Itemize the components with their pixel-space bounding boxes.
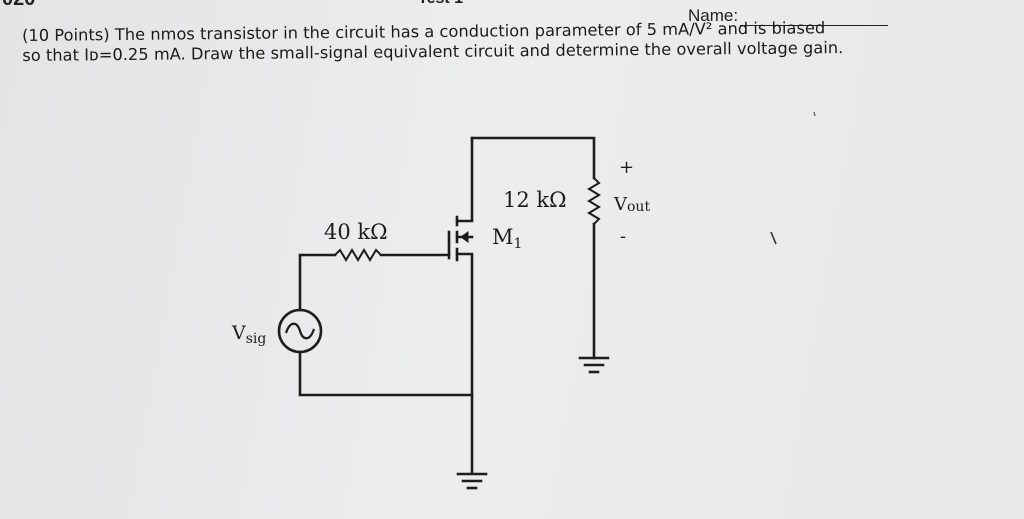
stray-pen-mark (770, 231, 777, 245)
gate-resistor-symbol (333, 248, 383, 262)
ac-source-symbol (277, 308, 323, 354)
wire-source-to-gate-resistor (298, 253, 337, 312)
gate-resistor-label: 40 kΩ (324, 220, 388, 244)
transistor-source-lead (455, 252, 474, 474)
page-corner-code: 020 (2, 0, 35, 11)
test-title: Test 1 (418, 0, 463, 8)
stray-pen-mark-small (813, 111, 816, 117)
transistor-label: M1 (492, 225, 522, 252)
name-label: Name: (688, 6, 739, 25)
output-minus-sign: - (620, 226, 626, 247)
transistor-drain-lead (455, 136, 474, 223)
ground-symbol-source (456, 472, 488, 490)
drain-resistor-symbol (587, 176, 601, 226)
wire-drain-to-resistor (470, 136, 596, 180)
name-blank-line (740, 11, 889, 26)
wire-source-to-ground (298, 350, 474, 397)
output-plus-sign: + (619, 157, 634, 178)
drain-resistor-label: 12 kΩ (503, 188, 567, 212)
source-label: Vsig (231, 322, 266, 347)
name-field: Name: (688, 6, 889, 26)
ground-symbol-drain (578, 356, 610, 374)
output-voltage-label: Vout (613, 194, 650, 215)
transistor-arrow (460, 231, 469, 243)
